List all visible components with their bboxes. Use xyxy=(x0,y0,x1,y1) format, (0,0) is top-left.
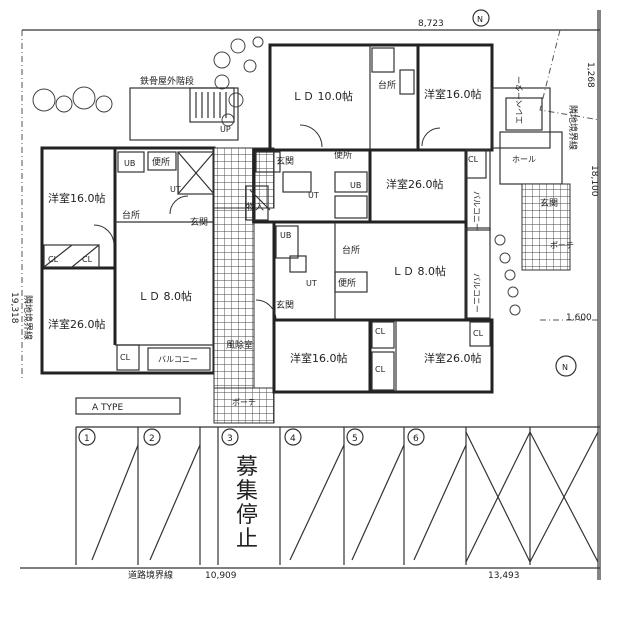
type-label: A TYPE xyxy=(92,403,123,413)
room-label-top-cl: CL xyxy=(468,155,479,164)
room-label-top-ld: ＬＤ 10.0帖 xyxy=(292,90,353,103)
room-label-bot-west2: 洋室26.0帖 xyxy=(424,351,482,365)
room-label-mid-ub: UB xyxy=(280,231,291,240)
parking-area xyxy=(75,426,600,565)
room-label-mid-entrance: 玄関 xyxy=(276,299,294,311)
room-label-left-ld: ＬＤ 8.0帖 xyxy=(138,290,192,303)
boundary-label-road: 道路境界線 xyxy=(128,569,173,581)
room-label-top-entrance: 玄関 xyxy=(276,155,294,167)
no-stop-char-2: 集 xyxy=(236,479,258,504)
parking-spot-5: 5 xyxy=(352,434,358,444)
type-label-box xyxy=(75,397,181,415)
room-label-mid-toilet: 便所 xyxy=(338,277,356,289)
east-entry-block xyxy=(491,87,571,271)
no-stop-char-3: 停 xyxy=(236,503,258,528)
no-stop-char-4: 止 xyxy=(236,527,258,552)
room-label-top-kitchen: 台所 xyxy=(378,79,396,91)
room-label-bot-west1: 洋室16.0帖 xyxy=(290,351,348,365)
room-label-mid-ld: ＬＤ 8.0帖 xyxy=(392,265,446,278)
compass-label-bottom: N xyxy=(562,363,568,372)
dim-right-top: 1,268 xyxy=(585,62,595,88)
room-label-top-west1: 洋室16.0帖 xyxy=(424,87,482,101)
landscaping-shrubs xyxy=(32,36,521,316)
parking-spot-1: 1 xyxy=(84,434,90,444)
room-label-left-west-top: 洋室16.0帖 xyxy=(48,191,106,205)
room-label-top-ub: UB xyxy=(350,181,361,190)
boundary-label-right: 隣地境界線 xyxy=(567,105,579,150)
room-label-porch: ポーチ xyxy=(232,398,256,407)
room-label-east-entrance: 玄関 xyxy=(540,197,558,209)
room-label-windbreak: 風除室 xyxy=(226,339,253,351)
dim-road-left: 10,909 xyxy=(205,571,237,581)
room-label-left-cl3: CL xyxy=(120,353,131,362)
no-stop-char-1: 募 xyxy=(236,455,258,480)
label-stairs-up: UP xyxy=(220,125,231,134)
site-boundary xyxy=(20,10,601,580)
dim-right-depth: 18,100 xyxy=(589,165,599,197)
outdoor-stairs xyxy=(129,87,239,141)
room-label-bot-cl3: CL xyxy=(473,329,484,338)
room-label-top-ut: UT xyxy=(308,191,319,200)
room-label-bot-cl1: CL xyxy=(375,327,386,336)
dim-right-offset: 1,600 xyxy=(566,313,592,323)
room-label-storage: 物入 xyxy=(246,201,264,213)
room-label-mid-kitchen: 台所 xyxy=(342,244,360,256)
room-label-bot-cl2: CL xyxy=(375,365,386,374)
dim-top-width: 8,723 xyxy=(418,19,444,29)
tiled-corridor xyxy=(213,147,275,424)
room-label-left-toilet: 便所 xyxy=(152,156,170,168)
room-label-left-ut: UT xyxy=(170,185,181,194)
dim-left-depth: 19,318 xyxy=(9,292,19,324)
room-label-left-balcony: バルコニー xyxy=(158,355,198,364)
room-label-east-porch: ポーチ xyxy=(550,241,574,250)
room-label-top-west2: 洋室26.0帖 xyxy=(386,177,444,191)
room-label-left-kitchen: 台所 xyxy=(122,209,140,221)
unit-bottom xyxy=(272,318,494,394)
room-label-left-entrance: 玄関 xyxy=(190,216,208,228)
dim-road-right: 13,493 xyxy=(488,571,520,581)
room-label-left-cl1: CL xyxy=(48,255,59,264)
parking-spot-3: 3 xyxy=(227,434,233,444)
parking-spot-2: 2 xyxy=(149,434,155,444)
compass-marks xyxy=(472,9,577,377)
label-stairs: 鉄骨屋外階段 xyxy=(140,75,194,87)
room-label-mid-ut: UT xyxy=(306,279,317,288)
room-label-top-toilet: 便所 xyxy=(334,149,352,161)
room-label-hall: ホール xyxy=(512,155,536,164)
room-label-top-balcony: バルコニー xyxy=(472,191,481,231)
compass-label-top: N xyxy=(477,15,483,24)
room-label-left-cl2: CL xyxy=(82,255,93,264)
parking-spot-6: 6 xyxy=(413,434,419,444)
room-label-left-ub: UB xyxy=(124,159,135,168)
room-label-elevator: エレベーター xyxy=(515,76,524,124)
room-label-left-west-bottom: 洋室26.0帖 xyxy=(48,317,106,331)
parking-spot-4: 4 xyxy=(290,434,296,444)
boundary-label-left: 隣地境界線 xyxy=(22,295,34,340)
room-label-mid-balcony: バルコニー xyxy=(472,273,481,313)
unit-left xyxy=(40,146,216,375)
